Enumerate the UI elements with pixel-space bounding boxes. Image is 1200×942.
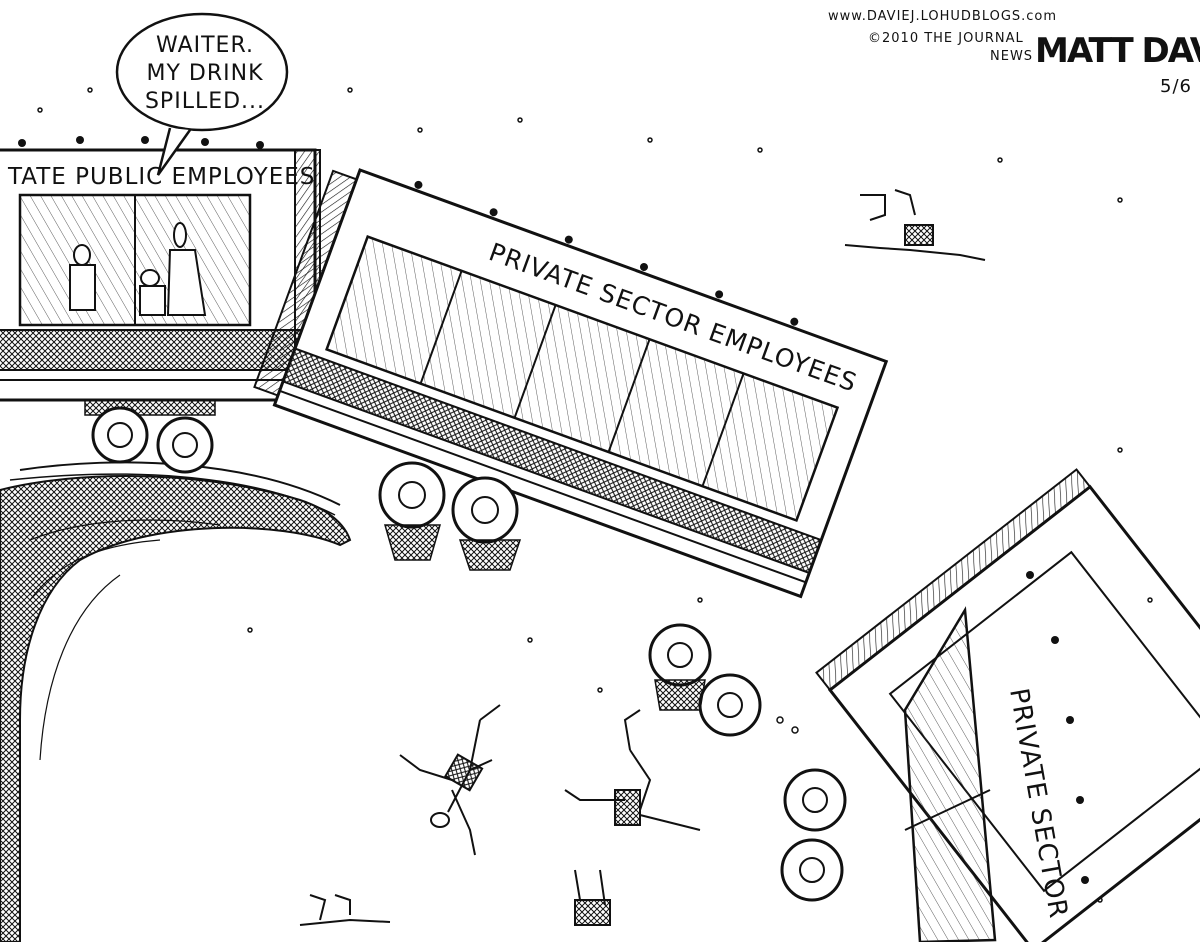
car3-window	[903, 571, 1089, 942]
credits-paper: NEWS	[990, 49, 1033, 64]
artist-signature: MATT DAVIES	[1035, 31, 1200, 71]
debris	[37, 87, 1153, 903]
speech-bubble-line-3: SPILLED...	[145, 89, 265, 114]
falling-figure-5	[299, 894, 391, 926]
credits-website: www.DAVIEJ.LOHUDBLOGS.com	[828, 9, 1057, 24]
speech-bubble: WAITER. MY DRINK SPILLED...	[115, 12, 289, 176]
car3-wheels	[780, 768, 847, 902]
train-car-private-sector-employees: PRIVATE SECTOR EMPLOYEES	[253, 168, 889, 599]
falling-figure-4	[574, 869, 611, 926]
credits-copyright: ©2010 THE JOURNAL	[868, 31, 1024, 46]
credits-date: 5/6	[1160, 76, 1192, 97]
train-car-public-employees: TATE PUBLIC EMPLOYEES	[0, 136, 321, 474]
car1-wheels	[84, 399, 216, 474]
falling-figure-2	[564, 709, 701, 831]
speech-bubble-line-1: WAITER.	[156, 33, 254, 58]
falling-figure-1	[399, 704, 501, 856]
car2-wheels	[378, 461, 762, 737]
bridge-arch	[0, 461, 352, 942]
speech-bubble-line-2: MY DRINK	[146, 61, 263, 86]
falling-figure-3	[844, 189, 986, 261]
credits: www.DAVIEJ.LOHUDBLOGS.com ©2010 THE JOUR…	[828, 9, 1200, 97]
